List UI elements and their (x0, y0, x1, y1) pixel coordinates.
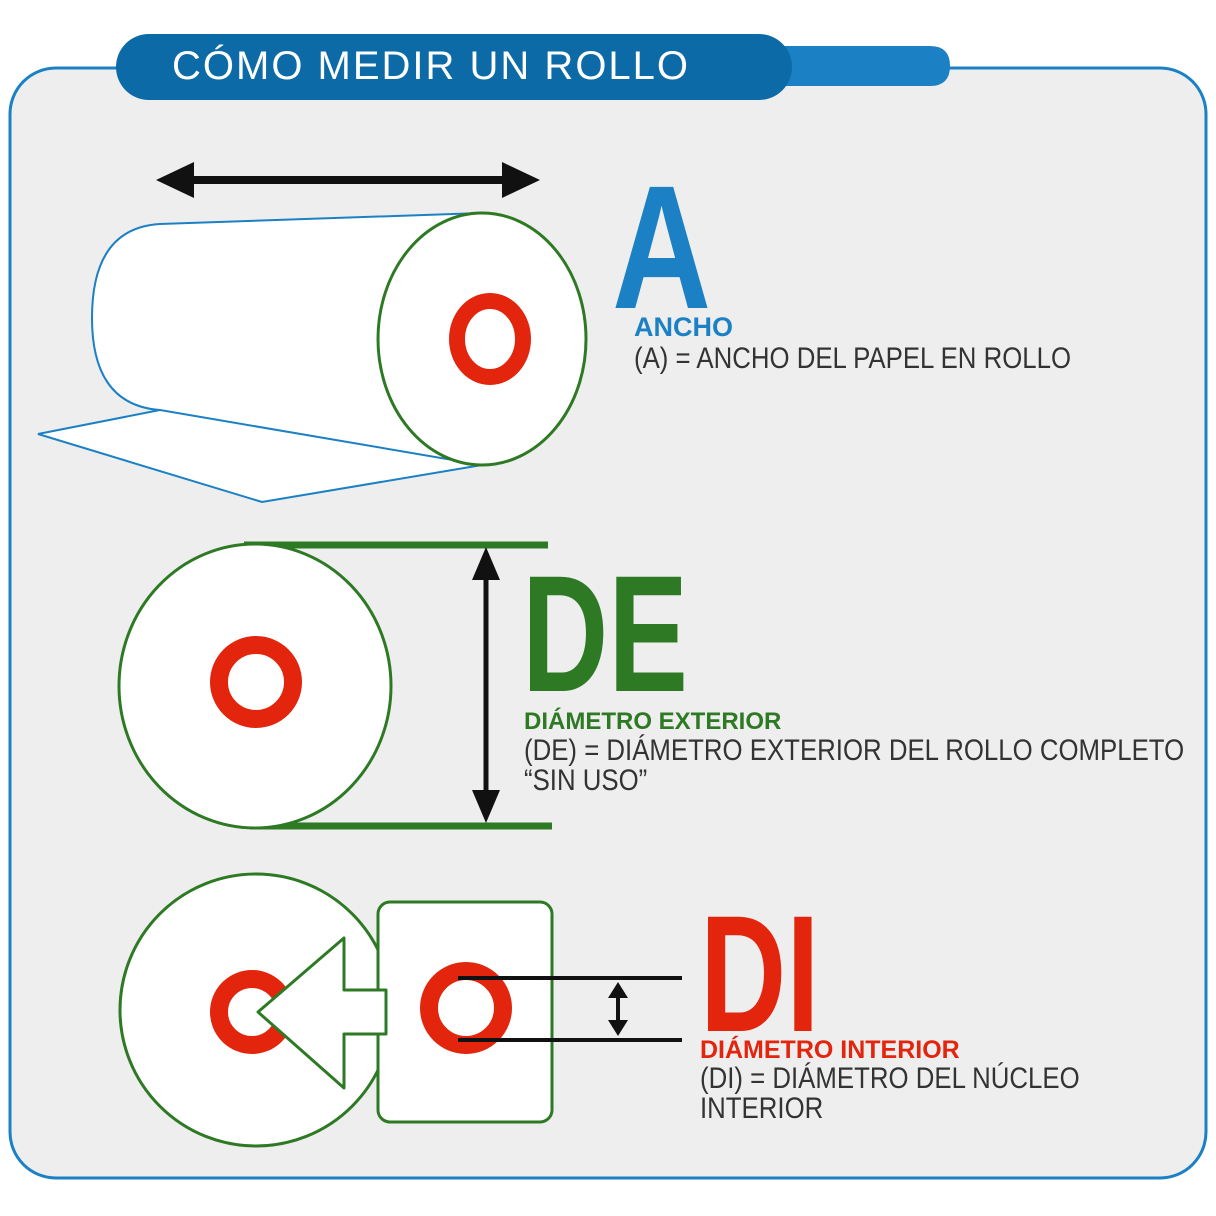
ancho-heading: ANCHO (634, 312, 733, 342)
roll-outer-circle (117, 542, 393, 830)
interior-description-line1: (DI) = DIÁMETRO DEL NÚCLEO (700, 1062, 1080, 1095)
roll-core-ring (449, 293, 531, 385)
page-title: CÓMO MEDIR UN ROLLO (172, 44, 691, 88)
exterior-heading: DIÁMETRO EXTERIOR (524, 708, 782, 735)
roll-core-ring (210, 636, 302, 728)
interior-heading: DIÁMETRO INTERIOR (700, 1036, 960, 1064)
ancho-letter: A (612, 150, 712, 346)
double-arrow-horizontal-icon (156, 162, 540, 198)
exterior-description-line2: “SIN USO” (524, 764, 648, 797)
double-arrow-vertical-icon (608, 982, 628, 1036)
title-banner-tail (760, 46, 950, 86)
exterior-letter: DE (522, 542, 689, 727)
double-arrow-vertical-icon (472, 547, 500, 823)
pointer-arrow-icon (256, 936, 388, 1090)
ancho-description: (A) = ANCHO DEL PAPEL EN ROLLO (634, 342, 1072, 375)
paper-tail (37, 409, 483, 504)
exterior-description-line1: (DE) = DIÁMETRO EXTERIOR DEL ROLLO COMPL… (524, 734, 1185, 767)
interior-description-line2: INTERIOR (700, 1092, 824, 1125)
title-banner (116, 34, 792, 100)
roll-side-view (37, 211, 588, 504)
roll-front-view (117, 541, 552, 830)
roll-body-outline (90, 212, 483, 466)
magnify-box (376, 900, 554, 1124)
interior-letter: DI (700, 882, 820, 1067)
roll-core-view (118, 872, 682, 1148)
roll-face-outer (376, 211, 588, 467)
magnified-core-ring (420, 962, 512, 1054)
